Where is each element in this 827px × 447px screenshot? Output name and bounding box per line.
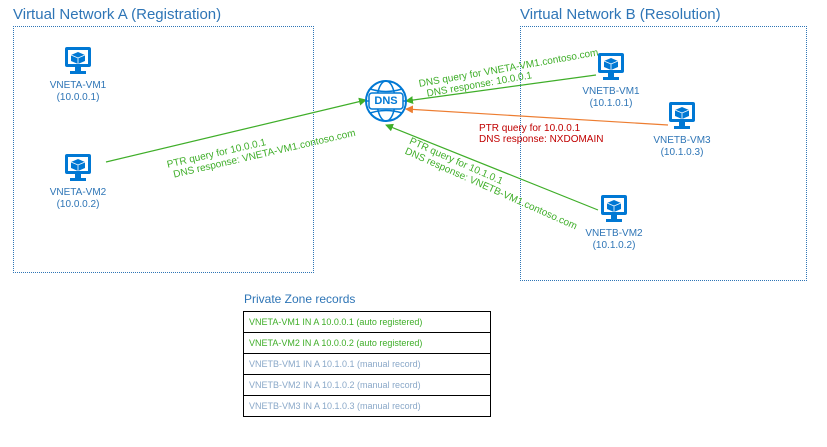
vm-ip: (10.1.0.3) bbox=[660, 147, 704, 158]
flow-label-vnetb-vm3: PTR query for 10.0.0.1 DNS response: NXD… bbox=[479, 123, 603, 145]
table-row: VNETB-VM3 IN A 10.1.0.3 (manual record) bbox=[243, 395, 491, 417]
vnet-b-title: Virtual Network B (Resolution) bbox=[520, 6, 721, 23]
flow-query: PTR query for 10.0.0.1 bbox=[479, 123, 581, 134]
vm-vneta-vm2: VNETA-VM2 (10.0.0.2) bbox=[33, 153, 123, 211]
record-cell: VNETB-VM2 IN A 10.1.0.2 (manual record) bbox=[243, 374, 491, 396]
dns-label: DNS bbox=[374, 95, 398, 107]
vnet-a-box bbox=[13, 26, 314, 273]
record-cell: VNETA-VM1 IN A 10.0.0.1 (auto registered… bbox=[243, 311, 491, 333]
vm-ip: (10.0.0.1) bbox=[56, 92, 100, 103]
vnet-a-title: Virtual Network A (Registration) bbox=[13, 6, 222, 23]
vm-vneta-vm1: VNETA-VM1 (10.0.0.1) bbox=[33, 46, 123, 104]
vm-name: VNETB-VM3 bbox=[653, 135, 711, 146]
vm-name: VNETB-VM1 bbox=[582, 86, 640, 97]
record-cell: VNETB-VM1 IN A 10.1.0.1 (manual record) bbox=[243, 353, 491, 375]
records-title: Private Zone records bbox=[244, 292, 356, 306]
record-cell: VNETA-VM2 IN A 10.0.0.2 (auto registered… bbox=[243, 332, 491, 354]
arrow-vnetb-vm1-to-dns bbox=[405, 74, 597, 105]
vm-vnetb-vm2: VNETB-VM2 (10.1.0.2) bbox=[569, 194, 659, 252]
dns-icon bbox=[365, 80, 407, 122]
records-table: VNETA-VM1 IN A 10.0.0.1 (auto registered… bbox=[243, 311, 491, 417]
table-row: VNETA-VM2 IN A 10.0.0.2 (auto registered… bbox=[243, 332, 491, 354]
vm-ip: (10.0.0.2) bbox=[56, 199, 100, 210]
vm-icon bbox=[598, 53, 624, 80]
table-row: VNETA-VM1 IN A 10.0.0.1 (auto registered… bbox=[243, 311, 491, 333]
table-row: VNETB-VM1 IN A 10.1.0.1 (manual record) bbox=[243, 353, 491, 375]
arrow-vneta-vm2-to-dns bbox=[105, 97, 367, 163]
table-row: VNETB-VM2 IN A 10.1.0.2 (manual record) bbox=[243, 374, 491, 396]
vm-name: VNETB-VM2 bbox=[585, 228, 643, 239]
record-cell: VNETB-VM3 IN A 10.1.0.3 (manual record) bbox=[243, 395, 491, 417]
vm-icon bbox=[601, 195, 627, 222]
vm-name: VNETA-VM1 bbox=[49, 80, 107, 91]
vm-vnetb-vm3: VNETB-VM3 (10.1.0.3) bbox=[637, 101, 727, 159]
vm-ip: (10.1.0.2) bbox=[592, 240, 636, 251]
vm-name: VNETA-VM2 bbox=[49, 187, 107, 198]
vnet-b-box bbox=[520, 26, 807, 281]
vm-icon bbox=[669, 102, 695, 129]
vm-vnetb-vm1: VNETB-VM1 (10.1.0.1) bbox=[566, 52, 656, 110]
vm-icon bbox=[65, 154, 91, 181]
flow-response: DNS response: NXDOMAIN bbox=[479, 134, 604, 145]
vm-ip: (10.1.0.1) bbox=[589, 98, 633, 109]
arrow-vnetb-vm3-to-dns bbox=[405, 105, 669, 126]
vm-icon bbox=[65, 47, 91, 74]
arrow-vnetb-vm2-to-dns bbox=[385, 123, 599, 211]
